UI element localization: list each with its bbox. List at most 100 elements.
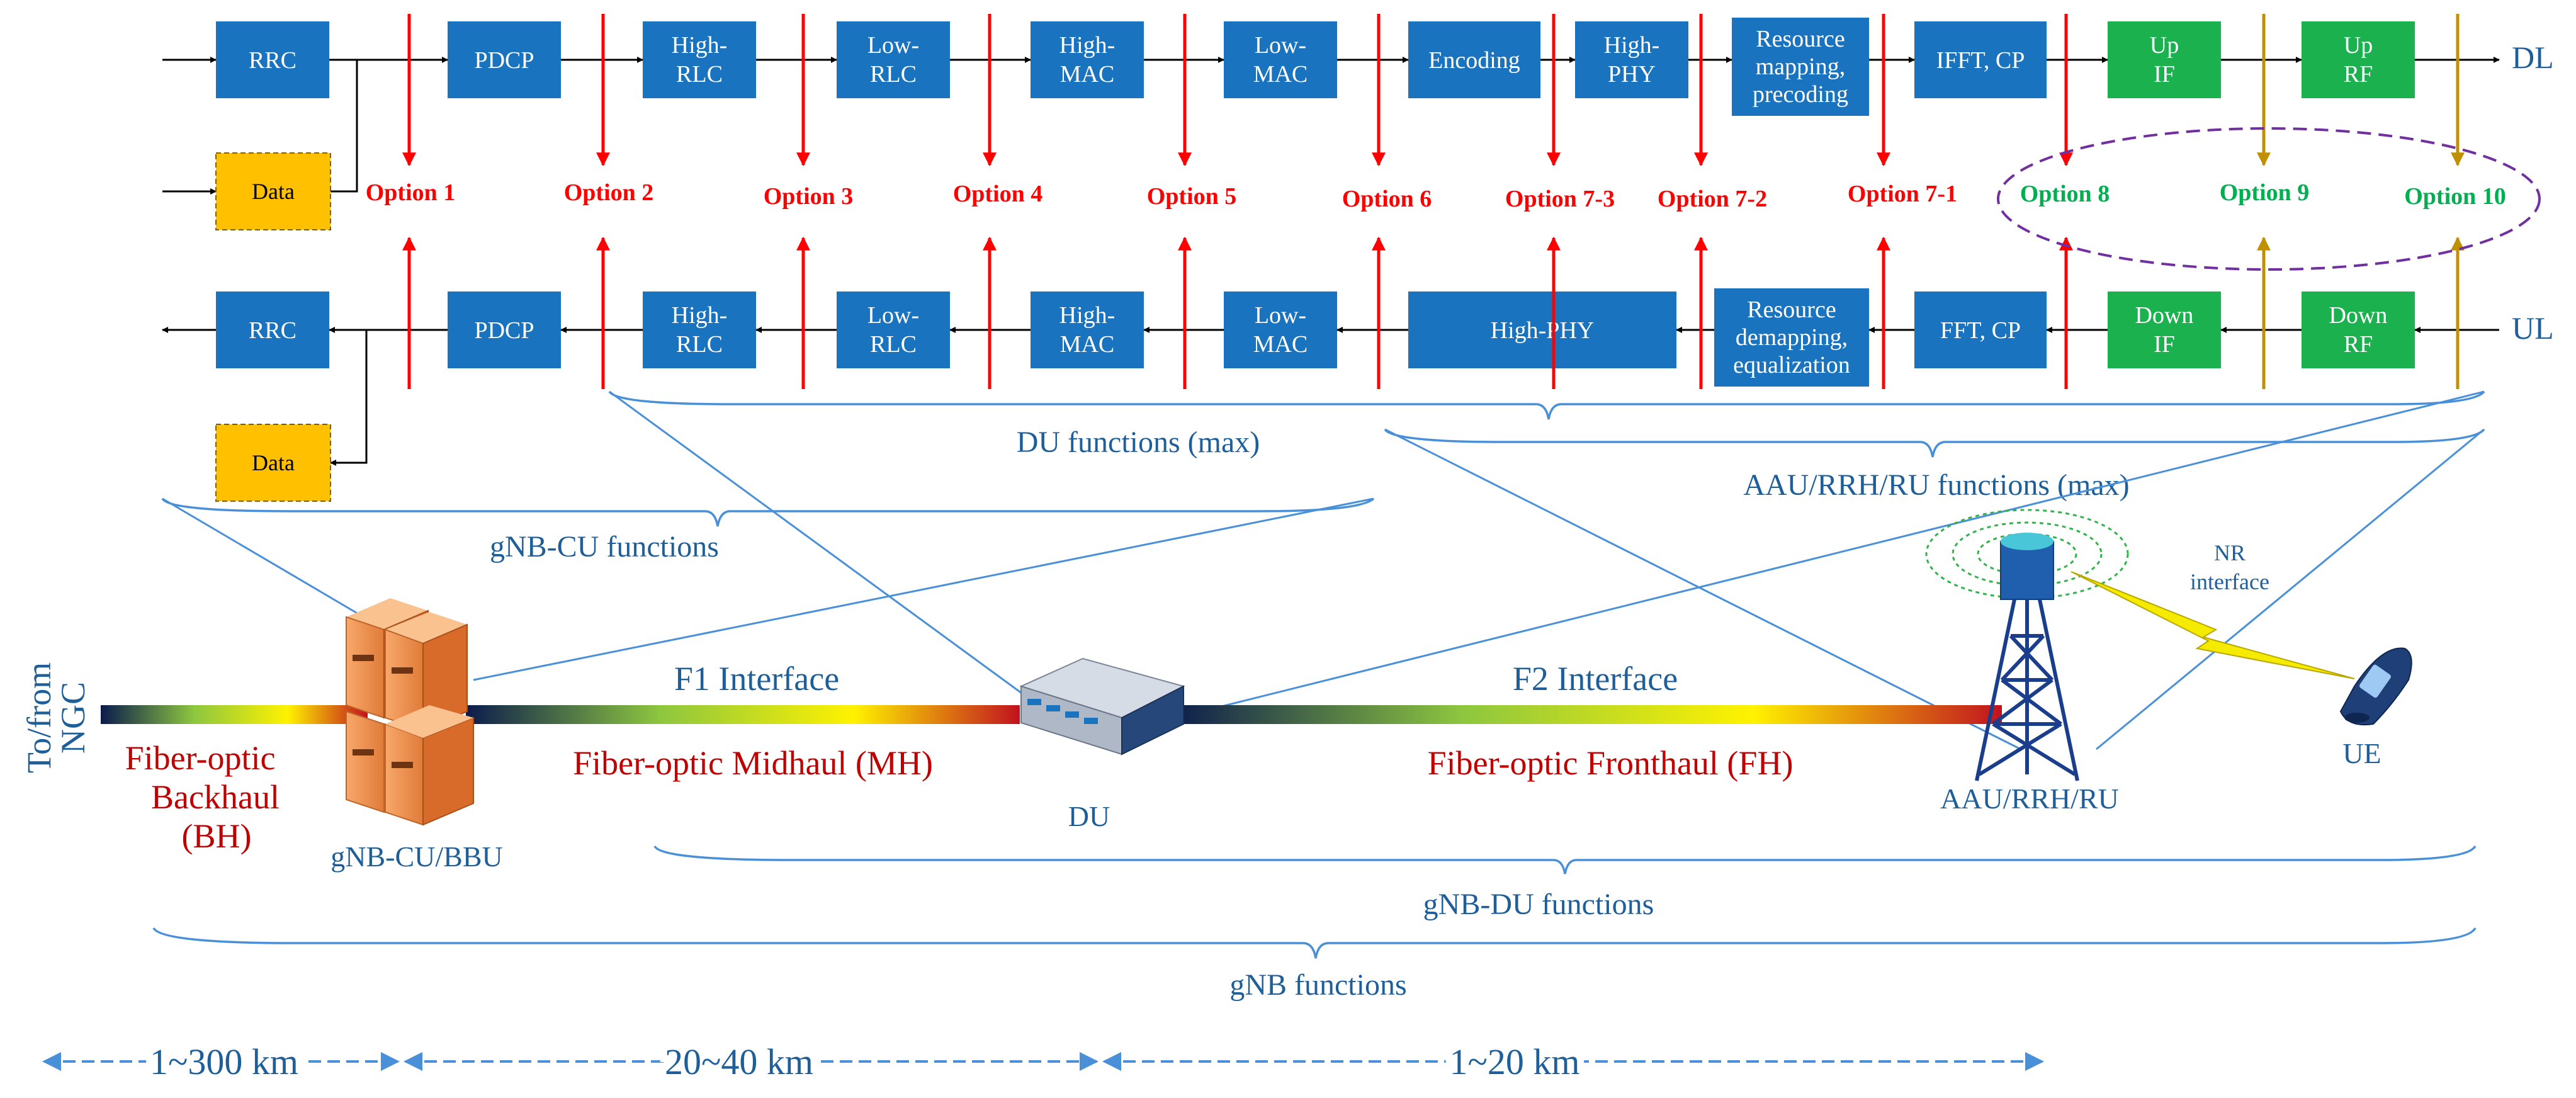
cu-brace xyxy=(161,497,1375,527)
option-6-label: Option 6 xyxy=(1342,186,1432,212)
option-10-label: Option 10 xyxy=(2404,183,2506,210)
split-option-labels: Option 1 Option 2 Option 3 Option 4 Opti… xyxy=(366,179,2506,212)
projection-lines xyxy=(162,390,2485,750)
svg-text:PDCP: PDCP xyxy=(474,47,534,74)
backhaul-label-2: Backhaul xyxy=(151,778,280,816)
svg-text:Down: Down xyxy=(2135,302,2194,329)
svg-text:FFT, CP: FFT, CP xyxy=(1940,317,2021,344)
du-max-label: DU functions (max) xyxy=(1017,426,1260,459)
ngc-label-line2: NGC xyxy=(54,682,92,754)
fronthaul-fiber xyxy=(1171,705,2002,724)
gnb-du-brace xyxy=(653,845,2477,874)
nr-lightning-icon xyxy=(2070,571,2355,679)
ul-block-low-rlc: Low-RLC xyxy=(837,291,950,368)
svg-text:RLC: RLC xyxy=(676,331,723,358)
ul-block-high-mac: High-MAC xyxy=(1031,291,1144,368)
svg-text:RRC: RRC xyxy=(249,317,297,344)
svg-text:Data: Data xyxy=(252,450,295,475)
svg-text:MAC: MAC xyxy=(1253,61,1308,88)
ul-label: UL xyxy=(2512,310,2554,346)
svg-text:MAC: MAC xyxy=(1253,331,1308,358)
svg-text:Low-: Low- xyxy=(1255,32,1306,59)
fronthaul-label: Fiber-optic Fronthaul (FH) xyxy=(1428,744,1794,782)
svg-text:Data: Data xyxy=(252,179,295,204)
gnb-label: gNB functions xyxy=(1229,968,1406,1002)
svg-text:High-: High- xyxy=(672,32,728,59)
network-labels: To/from NGC Fiber-optic Backhaul (BH) gN… xyxy=(20,540,2381,873)
svg-text:mapping,: mapping, xyxy=(1756,54,1845,80)
option-9-label: Option 9 xyxy=(2220,179,2310,206)
backhaul-label-3: (BH) xyxy=(182,817,252,855)
f2-label: F2 Interface xyxy=(1513,660,1678,698)
ul-block-high-rlc: High-RLC xyxy=(643,291,756,368)
ue-phone-icon xyxy=(2339,647,2412,726)
option-7-2-label: Option 7-2 xyxy=(1658,186,1767,212)
gnb-brace xyxy=(152,927,2477,959)
svg-text:RRC: RRC xyxy=(249,47,297,74)
svg-text:RLC: RLC xyxy=(676,61,723,88)
svg-text:MAC: MAC xyxy=(1060,61,1115,88)
svg-text:Low-: Low- xyxy=(867,32,919,59)
ngc-label-line1: To/from xyxy=(20,662,58,773)
aau-tower-icon xyxy=(1925,509,2129,781)
option-4-label: Option 4 xyxy=(953,181,1043,207)
option-1-label: Option 1 xyxy=(366,179,456,206)
svg-text:PDCP: PDCP xyxy=(474,317,534,344)
svg-text:precoding: precoding xyxy=(1753,81,1848,108)
dl-label: DL xyxy=(2512,40,2554,75)
backhaul-label-1: Fiber-optic xyxy=(125,739,276,777)
svg-text:Resource: Resource xyxy=(1747,297,1836,323)
ul-data-connector xyxy=(330,330,368,466)
ul-block-high-phy: High-PHY xyxy=(1408,291,1676,368)
ul-chain: RRC PDCP High-RLC Low-RLC High-MAC Low-M… xyxy=(216,288,2415,387)
midhaul-distance-label: 20~40 km xyxy=(665,1041,813,1082)
svg-text:Up: Up xyxy=(2150,32,2179,59)
option-8-label: Option 8 xyxy=(2020,181,2110,207)
svg-text:IFFT, CP: IFFT, CP xyxy=(1936,47,2025,74)
distance-labels: 1~300 km 20~40 km 1~20 km xyxy=(143,1034,1587,1089)
nr-label-1: NR xyxy=(2214,540,2246,565)
svg-text:IF: IF xyxy=(2154,61,2175,88)
svg-text:RF: RF xyxy=(2344,61,2373,88)
midhaul-label: Fiber-optic Midhaul (MH) xyxy=(573,744,933,782)
fronthaul-distance-label: 1~20 km xyxy=(1450,1041,1580,1082)
aau-label: AAU/RRH/RU xyxy=(1940,783,2119,815)
ul-block-pdcp: PDCP xyxy=(448,291,561,368)
option-7-1-label: Option 7-1 xyxy=(1848,181,1957,207)
svg-text:High-: High- xyxy=(1059,32,1116,59)
svg-text:RF: RF xyxy=(2344,331,2373,358)
svg-text:PHY: PHY xyxy=(1608,61,1656,88)
dl-block-high-phy: High-PHY xyxy=(1575,21,1688,98)
backhaul-fiber xyxy=(101,705,368,724)
option-3-label: Option 3 xyxy=(764,183,854,210)
svg-text:Encoding: Encoding xyxy=(1428,47,1520,74)
dl-chain: RRC PDCP High-RLC Low-RLC High-MAC Low-M… xyxy=(216,18,2415,116)
aau-max-brace xyxy=(1384,428,2485,458)
svg-text:MAC: MAC xyxy=(1060,331,1115,358)
svg-text:Down: Down xyxy=(2329,302,2388,329)
du-label: DU xyxy=(1068,800,1110,832)
du-max-brace xyxy=(608,390,2485,420)
ul-block-low-mac: Low-MAC xyxy=(1224,291,1337,368)
cu-bbu-server-icon xyxy=(346,598,474,826)
svg-text:IF: IF xyxy=(2154,331,2175,358)
fiber-links xyxy=(101,705,2002,724)
cu-label: gNB-CU functions xyxy=(490,530,719,563)
cu-bbu-label: gNB-CU/BBU xyxy=(330,840,502,873)
svg-text:High-PHY: High-PHY xyxy=(1491,317,1595,344)
svg-text:High-: High- xyxy=(672,302,728,329)
svg-text:Resource: Resource xyxy=(1756,26,1844,52)
dl-block-low-mac: Low-MAC xyxy=(1224,21,1337,98)
svg-text:Low-: Low- xyxy=(1255,302,1306,329)
dl-data-block: Data xyxy=(215,152,331,230)
svg-text:High-: High- xyxy=(1604,32,1660,59)
nr-label-2: interface xyxy=(2190,569,2269,594)
gnb-du-label: gNB-DU functions xyxy=(1423,888,1654,921)
ul-block-fft-cp: FFT, CP xyxy=(1914,291,2047,368)
dl-block-high-mac: High-MAC xyxy=(1031,21,1144,98)
dl-block-ifft-cp: IFFT, CP xyxy=(1914,21,2047,98)
svg-text:Low-: Low- xyxy=(867,302,919,329)
